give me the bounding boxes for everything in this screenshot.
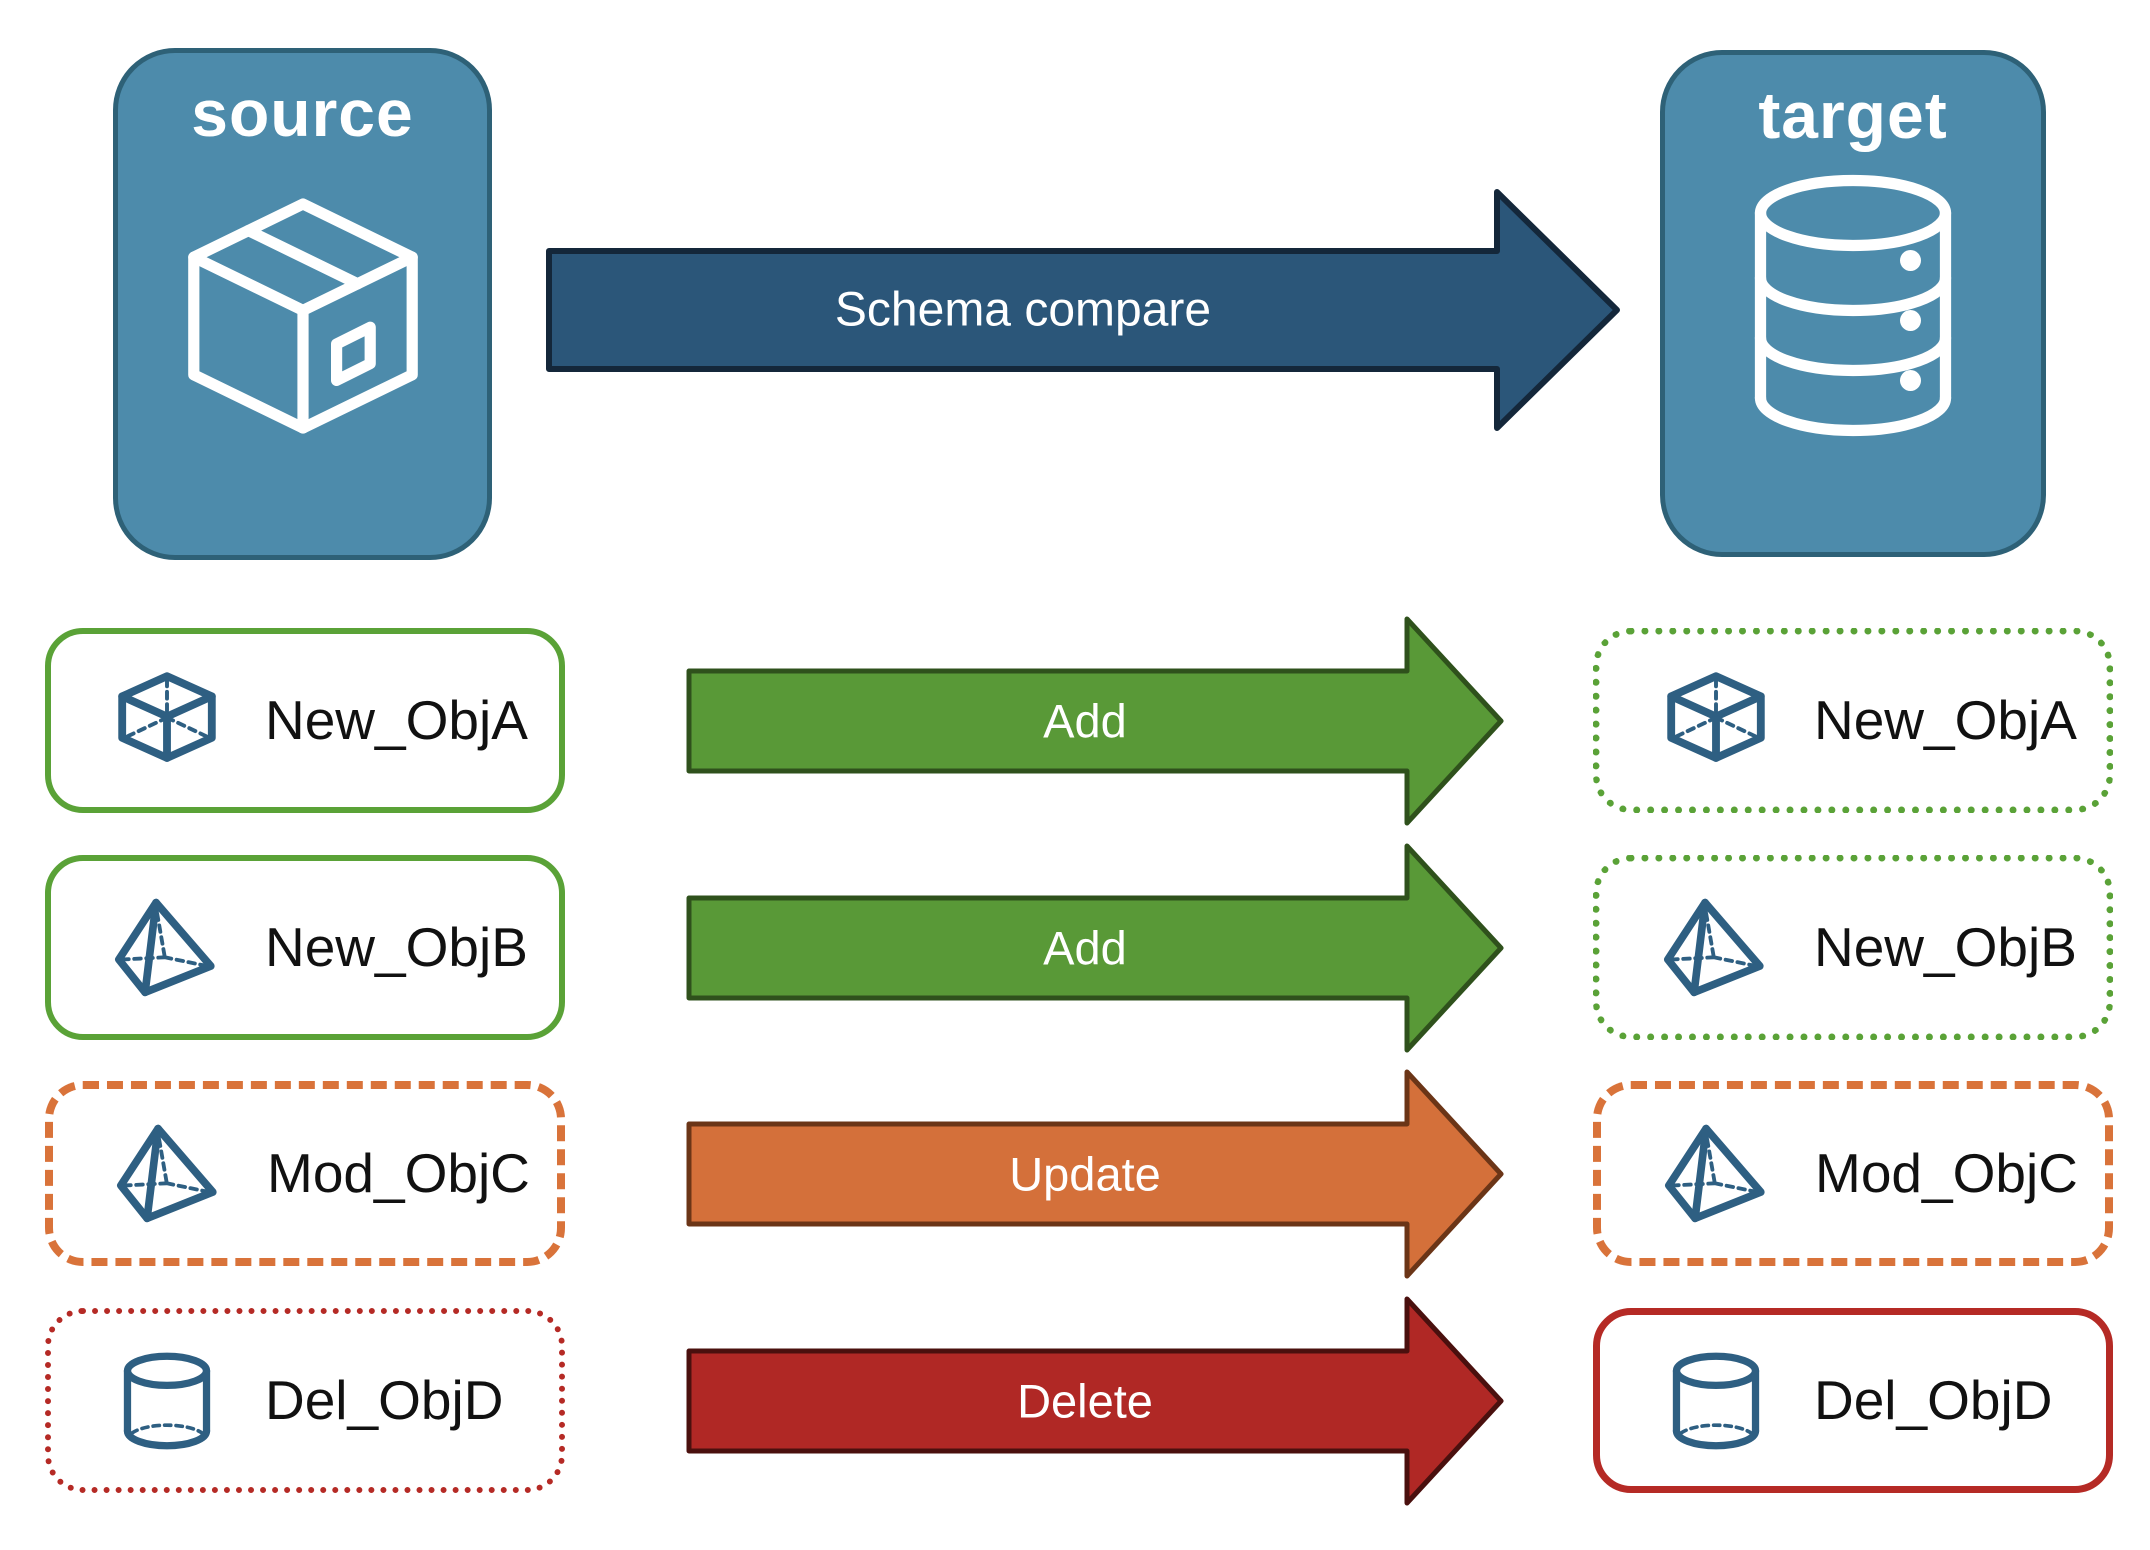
cylinder-icon (111, 1349, 223, 1453)
database-icon (1754, 174, 1952, 436)
delete-arrow-label: Delete (1017, 1375, 1153, 1428)
object-label: Mod_ObjC (1815, 1142, 2078, 1204)
object-label: Del_ObjD (265, 1369, 504, 1431)
source-node-label: source (191, 76, 414, 150)
target-node: target (1660, 50, 2046, 557)
source-object-card-new-objb: New_ObjB (45, 855, 565, 1040)
cube-icon (111, 669, 223, 773)
cylinder-icon (1660, 1349, 1772, 1453)
object-label: New_ObjB (1814, 916, 2077, 978)
schema-compare-arrow: Schema compare (546, 189, 1620, 431)
source-object-card-del-objd: Del_ObjD (45, 1308, 565, 1493)
schema-compare-arrow-label: Schema compare (835, 284, 1211, 337)
add-arrow-label: Add (1043, 922, 1127, 975)
package-icon (187, 197, 418, 434)
source-object-card-mod-objc: Mod_ObjC (45, 1081, 565, 1266)
delete-arrow: Delete (686, 1296, 1504, 1506)
target-object-card-new-obja: New_ObjA (1593, 628, 2113, 813)
pyramid-icon (1661, 1122, 1773, 1226)
target-node-label: target (1758, 78, 1948, 152)
object-label: New_ObjB (265, 916, 528, 978)
object-label: New_ObjA (1814, 689, 2077, 751)
cube-icon (1660, 669, 1772, 773)
pyramid-icon (1660, 896, 1772, 1000)
update-arrow-label: Update (1009, 1148, 1161, 1201)
target-object-card-del-objd: Del_ObjD (1593, 1308, 2113, 1493)
target-object-card-mod-objc: Mod_ObjC (1593, 1081, 2113, 1266)
add-arrow-row-1: Add (686, 616, 1504, 826)
add-arrow-row-2: Add (686, 843, 1504, 1053)
target-object-card-new-objb: New_ObjB (1593, 855, 2113, 1040)
object-label: Mod_ObjC (267, 1142, 530, 1204)
update-arrow: Update (686, 1069, 1504, 1279)
object-label: New_ObjA (265, 689, 528, 751)
source-node: source (113, 48, 492, 560)
pyramid-icon (111, 896, 223, 1000)
source-object-card-new-obja: New_ObjA (45, 628, 565, 813)
object-label: Del_ObjD (1814, 1369, 2053, 1431)
pyramid-icon (113, 1122, 225, 1226)
add-arrow-label: Add (1043, 695, 1127, 748)
